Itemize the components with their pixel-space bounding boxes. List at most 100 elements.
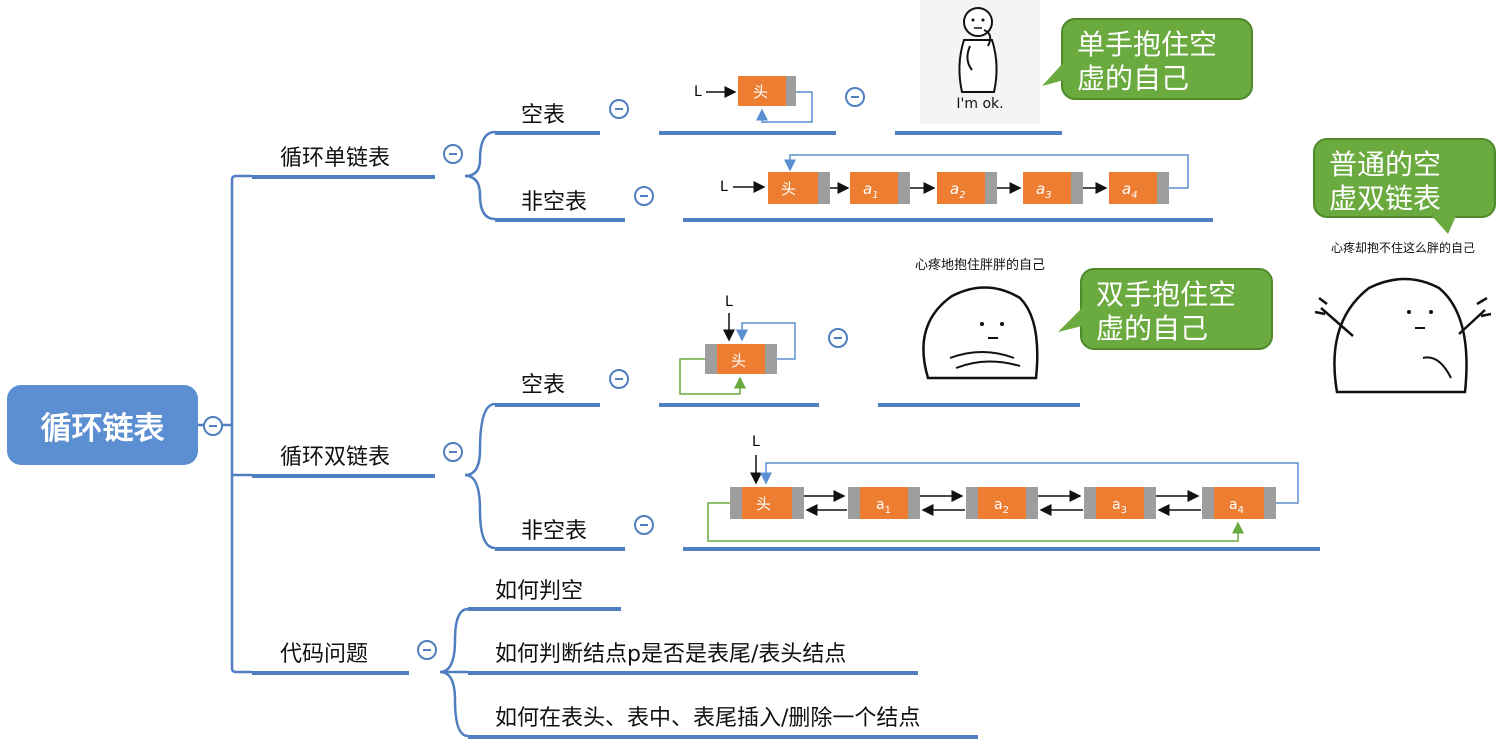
pointer-label: L: [720, 179, 728, 195]
svg-text:a2: a2: [950, 180, 966, 201]
root-topic[interactable]: 循环链表: [7, 385, 198, 465]
single-nonempty-diagram: L 头 a1 a2 a3 a4: [720, 154, 1189, 204]
blob-arms-out-illustration: [1314, 277, 1492, 394]
bubble-line: 单手抱住空: [1077, 28, 1218, 61]
topic-underline: [495, 218, 625, 222]
topic-double-circular[interactable]: 循环双链表: [280, 445, 391, 470]
head-node: [717, 344, 765, 374]
speech-bubble: 单手抱住空 虚的自己: [1061, 18, 1253, 100]
collapse-button[interactable]: [634, 186, 654, 206]
node-label: a: [876, 497, 885, 513]
collapse-button[interactable]: [443, 442, 463, 462]
collapse-button[interactable]: [417, 640, 437, 660]
topic-underline: [895, 131, 1062, 135]
svg-text:a3: a3: [1112, 497, 1127, 516]
node-subscript: 3: [1045, 190, 1051, 201]
svg-text:a4: a4: [1122, 180, 1138, 201]
list-node: a2: [937, 172, 997, 204]
node-label: a: [950, 180, 959, 198]
head-label: 头: [731, 352, 746, 370]
topic-code-item[interactable]: 如何判断结点p是否是表尾/表头结点: [495, 642, 847, 667]
list-node: a1: [850, 172, 910, 204]
node-label: a: [1122, 180, 1131, 198]
head-node: [738, 76, 786, 106]
topic-code-issues[interactable]: 代码问题: [280, 642, 369, 667]
topic-underline: [683, 547, 1320, 551]
collapse-button[interactable]: [609, 369, 629, 389]
double-empty-diagram: L 头: [679, 294, 796, 395]
head-node: [768, 172, 818, 204]
node-label: a: [1036, 180, 1045, 198]
node-label: a: [1112, 497, 1121, 513]
single-empty-diagram: L 头: [694, 76, 813, 123]
meme-caption: I'm ok.: [956, 96, 1004, 112]
topic-underline: [252, 474, 435, 478]
meme-im-ok: I'm ok.: [920, 0, 1040, 124]
head-label: 头: [781, 180, 796, 198]
topic-underline: [495, 547, 625, 551]
node-subscript: 4: [1238, 505, 1244, 516]
topic-single-nonempty[interactable]: 非空表: [521, 190, 588, 215]
topic-code-item[interactable]: 如何在表头、表中、表尾插入/删除一个结点: [495, 706, 921, 731]
collapse-button[interactable]: [845, 87, 865, 107]
bubble-tail: [1042, 62, 1064, 86]
node-subscript: 2: [1003, 505, 1009, 516]
meme-caption: 心疼地抱住胖胖的自己: [914, 258, 1045, 273]
list-node: a4: [1202, 487, 1276, 519]
topic-single-circular[interactable]: 循环单链表: [280, 146, 391, 171]
topic-code-item[interactable]: 如何判空: [495, 579, 584, 604]
topic-underline: [468, 671, 918, 675]
topic-underline: [659, 403, 819, 407]
topic-single-empty[interactable]: 空表: [521, 103, 566, 128]
topic-underline: [495, 131, 600, 135]
node-label: a: [863, 180, 872, 198]
list-node: a4: [1109, 172, 1169, 204]
head-node: 头: [730, 487, 804, 519]
node-subscript: 1: [885, 505, 891, 516]
topic-underline: [468, 735, 978, 739]
collapse-button[interactable]: [634, 515, 654, 535]
meme-cannot-hug: 心疼却抱不住这么胖的自己: [1313, 236, 1493, 398]
topic-double-nonempty[interactable]: 非空表: [521, 519, 588, 544]
pointer-label: L: [725, 294, 733, 310]
svg-text:a2: a2: [994, 497, 1009, 516]
node-subscript: 3: [1121, 505, 1127, 516]
bubble-line: 虚双链表: [1329, 182, 1442, 215]
head-label: 头: [753, 83, 768, 101]
topic-underline: [252, 671, 409, 675]
svg-text:a1: a1: [863, 180, 879, 201]
stick-figure-illustration: [958, 7, 998, 93]
topic-underline: [878, 403, 1080, 407]
bubble-line: 虚的自己: [1077, 62, 1190, 95]
node-label: a: [1229, 497, 1238, 513]
head-label: 头: [756, 495, 771, 513]
bubble-line: 双手抱住空: [1096, 278, 1237, 311]
bubble-line: 虚的自己: [1096, 312, 1209, 345]
blob-hug-illustration: [922, 286, 1039, 380]
topic-underline: [683, 218, 1213, 222]
collapse-button[interactable]: [203, 416, 223, 436]
svg-text:a3: a3: [1036, 180, 1052, 201]
topic-underline: [468, 607, 621, 611]
collapse-button[interactable]: [443, 144, 463, 164]
meme-caption: 心疼却抱不住这么胖的自己: [1330, 241, 1475, 255]
node-label: a: [994, 497, 1003, 513]
svg-text:a4: a4: [1229, 497, 1244, 516]
bubble-tail: [1058, 308, 1082, 332]
list-node: a3: [1023, 172, 1083, 204]
topic-double-empty[interactable]: 空表: [521, 373, 566, 398]
collapse-button[interactable]: [609, 99, 629, 119]
speech-bubble: 双手抱住空 虚的自己: [1080, 268, 1273, 350]
list-node: a3: [1084, 487, 1156, 519]
double-nonempty-diagram: L 头 a1 a2 a3 a4: [707, 434, 1299, 542]
topic-underline: [659, 131, 836, 135]
collapse-button[interactable]: [828, 328, 848, 348]
pointer-field: [818, 172, 830, 204]
list-node: a1: [848, 487, 920, 519]
meme-hug-self: 心疼地抱住胖胖的自己: [902, 250, 1058, 390]
svg-text:a1: a1: [876, 497, 891, 516]
pointer-field: [786, 76, 796, 106]
node-subscript: 4: [1131, 190, 1137, 201]
